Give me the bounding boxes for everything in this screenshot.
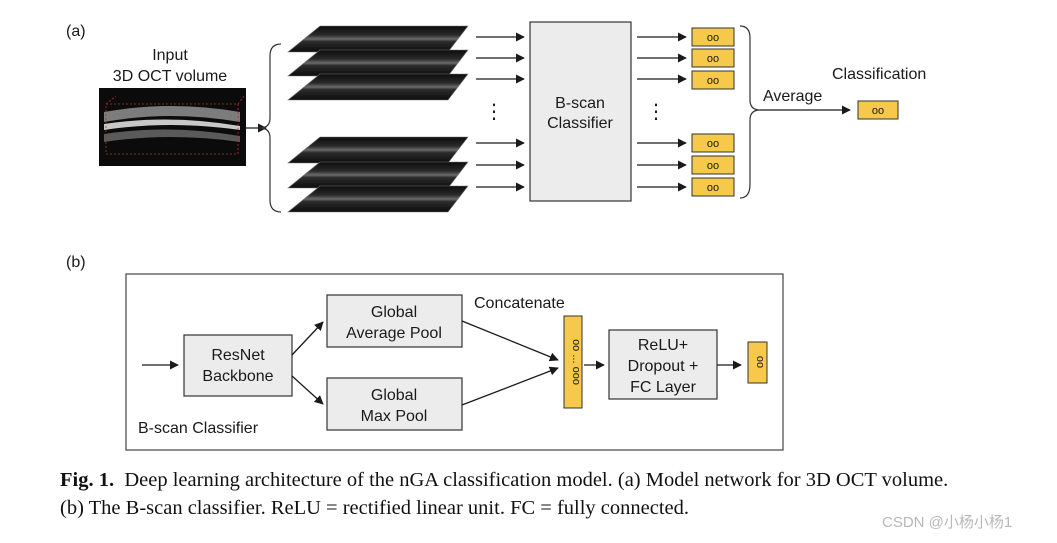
backbone-to-gmp-arrow: [291, 375, 324, 405]
gap-label-line1: Global: [371, 304, 417, 321]
global-max-pool-box: [326, 377, 463, 431]
per-scan-output-4: oo: [691, 133, 735, 153]
head-label-line2: Dropout +: [628, 358, 699, 375]
svg-text:oo: oo: [707, 75, 719, 87]
per-scan-output-2: oo: [691, 48, 735, 68]
per-scan-output-1: oo: [691, 27, 735, 47]
final-classification-output: oo: [857, 100, 899, 120]
head-label-line3: FC Layer: [630, 379, 696, 396]
gmp-to-concat-arrow: [461, 366, 559, 406]
input-label-line1: Input: [152, 47, 188, 64]
classification-label: Classification: [832, 66, 926, 83]
svg-text:oo: oo: [707, 182, 719, 194]
resnet-label-line1: ResNet: [211, 347, 265, 364]
svg-text:oo: oo: [707, 32, 719, 44]
svg-text:oo: oo: [707, 138, 719, 150]
scan-arrows: [476, 32, 525, 192]
backbone-to-gap-arrow: [291, 321, 324, 356]
resnet-label-line2: Backbone: [202, 368, 273, 385]
watermark: CSDN @小杨小杨1: [882, 514, 1013, 531]
gap-label-line2: Average Pool: [346, 325, 442, 342]
gmp-label-line1: Global: [371, 387, 417, 404]
output-arrows: [637, 32, 687, 192]
relu-dropout-fc-box: [608, 329, 718, 400]
outputs-right-brace: [739, 25, 761, 199]
scans-left-brace: [259, 43, 282, 213]
scans-ellipsis: ⋮: [484, 101, 504, 123]
panel-a-tag: (a): [66, 23, 86, 40]
input-label-line2: 3D OCT volume: [113, 68, 228, 85]
head-label-line1: ReLU+: [638, 337, 688, 354]
figure-caption: Fig. 1. Deep learning architecture of th…: [60, 466, 960, 522]
per-scan-output-3: oo: [691, 70, 735, 90]
resnet-backbone-box: [183, 334, 293, 397]
per-scan-output-6: oo: [691, 177, 735, 197]
per-scan-output-5: oo: [691, 155, 735, 175]
bscan-classifier-box: [529, 21, 632, 202]
concatenate-label: Concatenate: [474, 295, 565, 312]
bscan-stack-top: [287, 25, 469, 101]
svg-text:oo: oo: [707, 160, 719, 172]
svg-text:oo ... ooo: oo ... ooo: [570, 339, 582, 385]
caption-text: Deep learning architecture of the nGA cl…: [60, 469, 949, 519]
gmp-label-line2: Max Pool: [361, 408, 428, 425]
classifier-label-line1: B-scan: [555, 95, 605, 112]
classifier-output-vector: oo: [747, 341, 768, 384]
svg-text:oo: oo: [707, 53, 719, 65]
svg-text:oo: oo: [872, 105, 884, 117]
caption-fig-label: Fig. 1.: [60, 469, 115, 491]
panel-b-tag: (b): [66, 254, 86, 271]
svg-text:oo: oo: [754, 356, 766, 368]
global-average-pool-box: [326, 294, 463, 348]
classifier-label-line2: Classifier: [547, 115, 613, 132]
average-label: Average: [763, 88, 822, 105]
oct-volume-image: [99, 88, 246, 166]
bscan-classifier-label: B-scan Classifier: [138, 420, 259, 437]
bscan-stack-bottom: [287, 136, 469, 213]
gap-to-concat-arrow: [461, 320, 559, 362]
concatenated-vector: oo ... ooo: [563, 315, 583, 409]
outputs-ellipsis: ⋮: [646, 101, 666, 123]
